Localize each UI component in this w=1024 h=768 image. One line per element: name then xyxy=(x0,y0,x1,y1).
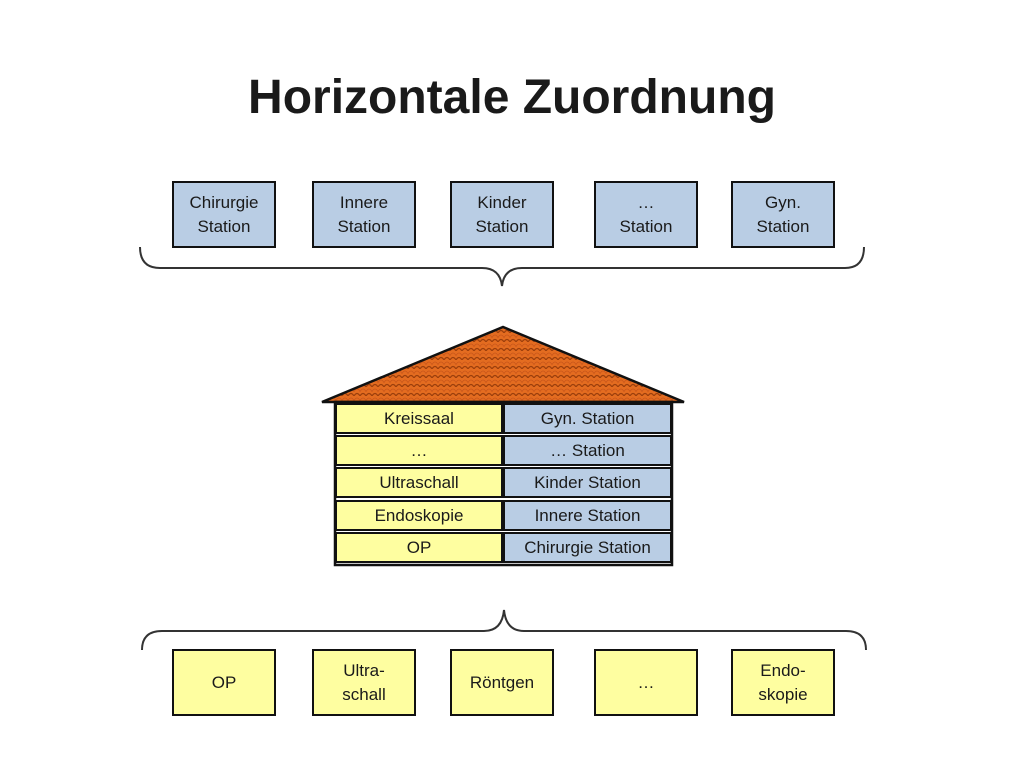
page-title: Horizontale Zuordnung xyxy=(248,71,776,124)
house-function-endoskopie: Endoskopie xyxy=(335,500,503,531)
station-kinder: Kinder Station xyxy=(450,181,554,248)
function-endoskopie: Endo- skopie xyxy=(731,649,835,716)
house-function-op: OP xyxy=(335,532,503,563)
house-station-chirurgie: Chirurgie Station xyxy=(503,532,672,563)
station-other: … Station xyxy=(594,181,698,248)
bottom-brace xyxy=(141,609,867,651)
house-station-gyn: Gyn. Station xyxy=(503,403,672,434)
house-roof xyxy=(321,325,685,404)
top-brace xyxy=(139,246,865,287)
function-ultraschall: Ultra- schall xyxy=(312,649,416,716)
house-function-ultraschall: Ultraschall xyxy=(335,467,503,498)
function-op: OP xyxy=(172,649,276,716)
station-innere: Innere Station xyxy=(312,181,416,248)
station-gyn: Gyn. Station xyxy=(731,181,835,248)
house-function-other: … xyxy=(335,435,503,466)
function-roentgen: Röntgen xyxy=(450,649,554,716)
station-chirurgie: Chirurgie Station xyxy=(172,181,276,248)
house-station-kinder: Kinder Station xyxy=(503,467,672,498)
house-station-innere: Innere Station xyxy=(503,500,672,531)
house-station-other: … Station xyxy=(503,435,672,466)
house-function-kreissaal: Kreissaal xyxy=(335,403,503,434)
function-other: … xyxy=(594,649,698,716)
